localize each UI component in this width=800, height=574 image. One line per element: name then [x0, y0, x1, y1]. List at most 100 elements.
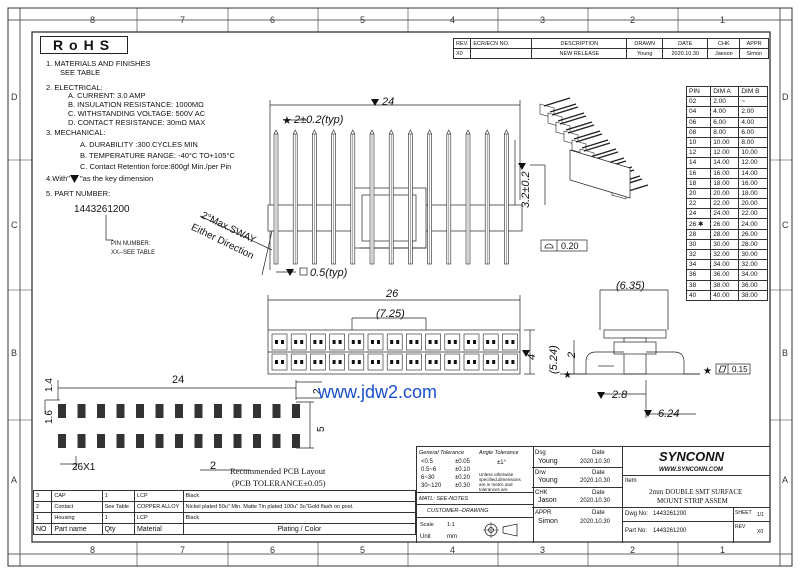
- pin-square: [415, 360, 419, 364]
- housing-cell: [329, 333, 345, 351]
- tolerance-cell: 0.5~6: [421, 467, 437, 473]
- housing-cell: [329, 353, 345, 371]
- dim-label: 2: [210, 460, 217, 472]
- zone-label-bottom: 5: [360, 545, 366, 555]
- housing-cell: [386, 333, 403, 351]
- pcb-pad: [214, 434, 222, 448]
- iso-pin: [557, 112, 585, 122]
- company-logo: SYNCONN: [659, 449, 725, 464]
- pin-square: [275, 340, 278, 344]
- pin-square: [415, 340, 419, 344]
- pcb-pad: [272, 404, 281, 418]
- pcb-pad: [272, 434, 281, 448]
- pcb-pad: [136, 404, 144, 418]
- tolerance-cell: 6~30: [421, 475, 435, 481]
- table-cell: X0: [452, 48, 472, 59]
- signoff-name: Young: [538, 458, 558, 465]
- key-dimension-icon: [597, 392, 605, 399]
- unit-value: mm: [447, 534, 457, 540]
- table-header: Plating / Color: [182, 523, 417, 535]
- pin-square: [486, 340, 490, 344]
- sheet-label: SHEET: [735, 510, 752, 516]
- housing-cell: [425, 333, 441, 351]
- divider: [532, 487, 622, 488]
- divider: [623, 507, 770, 508]
- zone-label-side: B: [782, 348, 789, 358]
- tolerance-cell: ±0.30: [455, 483, 470, 489]
- pin-square: [409, 340, 413, 344]
- table-header: Part name: [51, 523, 103, 535]
- pcb-pad: [194, 404, 203, 418]
- pin-square: [492, 360, 496, 364]
- table-cell: COPPER ALLOY: [133, 501, 184, 513]
- housing-cell: [271, 353, 288, 371]
- signoff-label: CHK: [535, 490, 548, 496]
- pin-square: [371, 360, 374, 364]
- signoff-block: Dsg Date Young 2020.10.30 Drw Date Young…: [532, 446, 623, 543]
- pcb-pad: [214, 404, 222, 418]
- divider: [532, 467, 622, 468]
- table-cell: 1: [32, 512, 53, 524]
- divider: [417, 504, 533, 505]
- signoff-name: Jason: [538, 497, 557, 504]
- signoff-date: 2020.10.30: [580, 498, 611, 504]
- note-text: PIN NUMBER:: [111, 241, 151, 247]
- pin-tip: [504, 129, 509, 135]
- pin-tip: [484, 129, 490, 135]
- pin-tip: [369, 129, 375, 135]
- note-text: 4.With": [46, 174, 70, 183]
- zone-label-top: 5: [360, 15, 366, 25]
- note-text: 2. ELECTRICAL:: [46, 83, 103, 92]
- item-label: Item: [625, 478, 637, 484]
- iso-pin: [567, 124, 595, 134]
- pin-square: [453, 340, 457, 344]
- pin-square: [447, 340, 451, 344]
- pin-tip: [312, 129, 317, 135]
- table-cell: 3: [32, 490, 53, 502]
- zone-label-bottom: 6: [270, 545, 276, 555]
- scale-label: Scale: [420, 522, 434, 528]
- pcb-pad: [175, 404, 183, 418]
- signoff-name: Young: [538, 477, 558, 484]
- part-number: 1443261200: [74, 204, 130, 215]
- drawing-title: 2mm DOUBLE SMT SURFACE: [649, 488, 743, 496]
- scale-value: 1:1: [447, 522, 455, 528]
- table-cell: Black: [182, 490, 417, 502]
- signoff-name: Simon: [538, 518, 558, 525]
- pin-square: [473, 360, 476, 364]
- housing-cell: [348, 353, 365, 371]
- pin-square: [467, 340, 470, 344]
- zone-label-side: B: [11, 348, 18, 358]
- signoff-label: Date: [592, 450, 605, 456]
- pin-square: [300, 360, 304, 364]
- table-cell: 40: [685, 289, 712, 301]
- signoff-date: 2020.10.30: [580, 519, 611, 525]
- iso-pin: [581, 139, 609, 149]
- housing-cell: [444, 333, 461, 351]
- pin-square: [275, 360, 278, 364]
- note-text: "as the key dimension: [80, 174, 154, 183]
- table-cell: 2: [32, 501, 53, 513]
- divider: [733, 507, 734, 543]
- divider: [623, 475, 770, 476]
- zone-label-side: A: [11, 475, 18, 485]
- pin-square: [332, 340, 336, 344]
- watermark: www.jdw2.com: [318, 382, 438, 402]
- housing-cell: [290, 333, 307, 351]
- pin-tip: [427, 129, 432, 135]
- table-cell: See Table: [101, 501, 135, 513]
- pcb-pad: [292, 434, 300, 448]
- pin-square: [492, 340, 496, 344]
- title-block: SYNCONN WWW.SYNCONN.COM Item 2mm DOUBLE …: [622, 446, 770, 543]
- pin-tip: [388, 129, 394, 135]
- housing-cell: [310, 333, 326, 351]
- housing-cell: [406, 333, 422, 351]
- note-text: SEE TABLE: [60, 68, 101, 77]
- zone-label-top: 7: [180, 15, 186, 25]
- pin-tip: [408, 129, 413, 135]
- iso-pin: [589, 148, 617, 158]
- table-cell: 1: [101, 490, 135, 502]
